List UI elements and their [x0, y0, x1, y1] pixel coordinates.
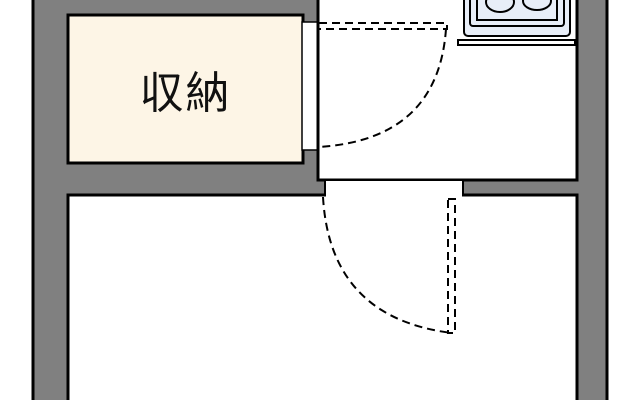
storage-label: 収納	[139, 68, 232, 119]
stove	[457, 0, 576, 46]
walls	[32, 0, 608, 400]
storage-door-swing	[317, 22, 448, 148]
main-room	[66, 193, 579, 400]
room-door-swing	[322, 196, 456, 334]
storage-room	[66, 13, 319, 165]
room-doorway	[324, 179, 464, 196]
